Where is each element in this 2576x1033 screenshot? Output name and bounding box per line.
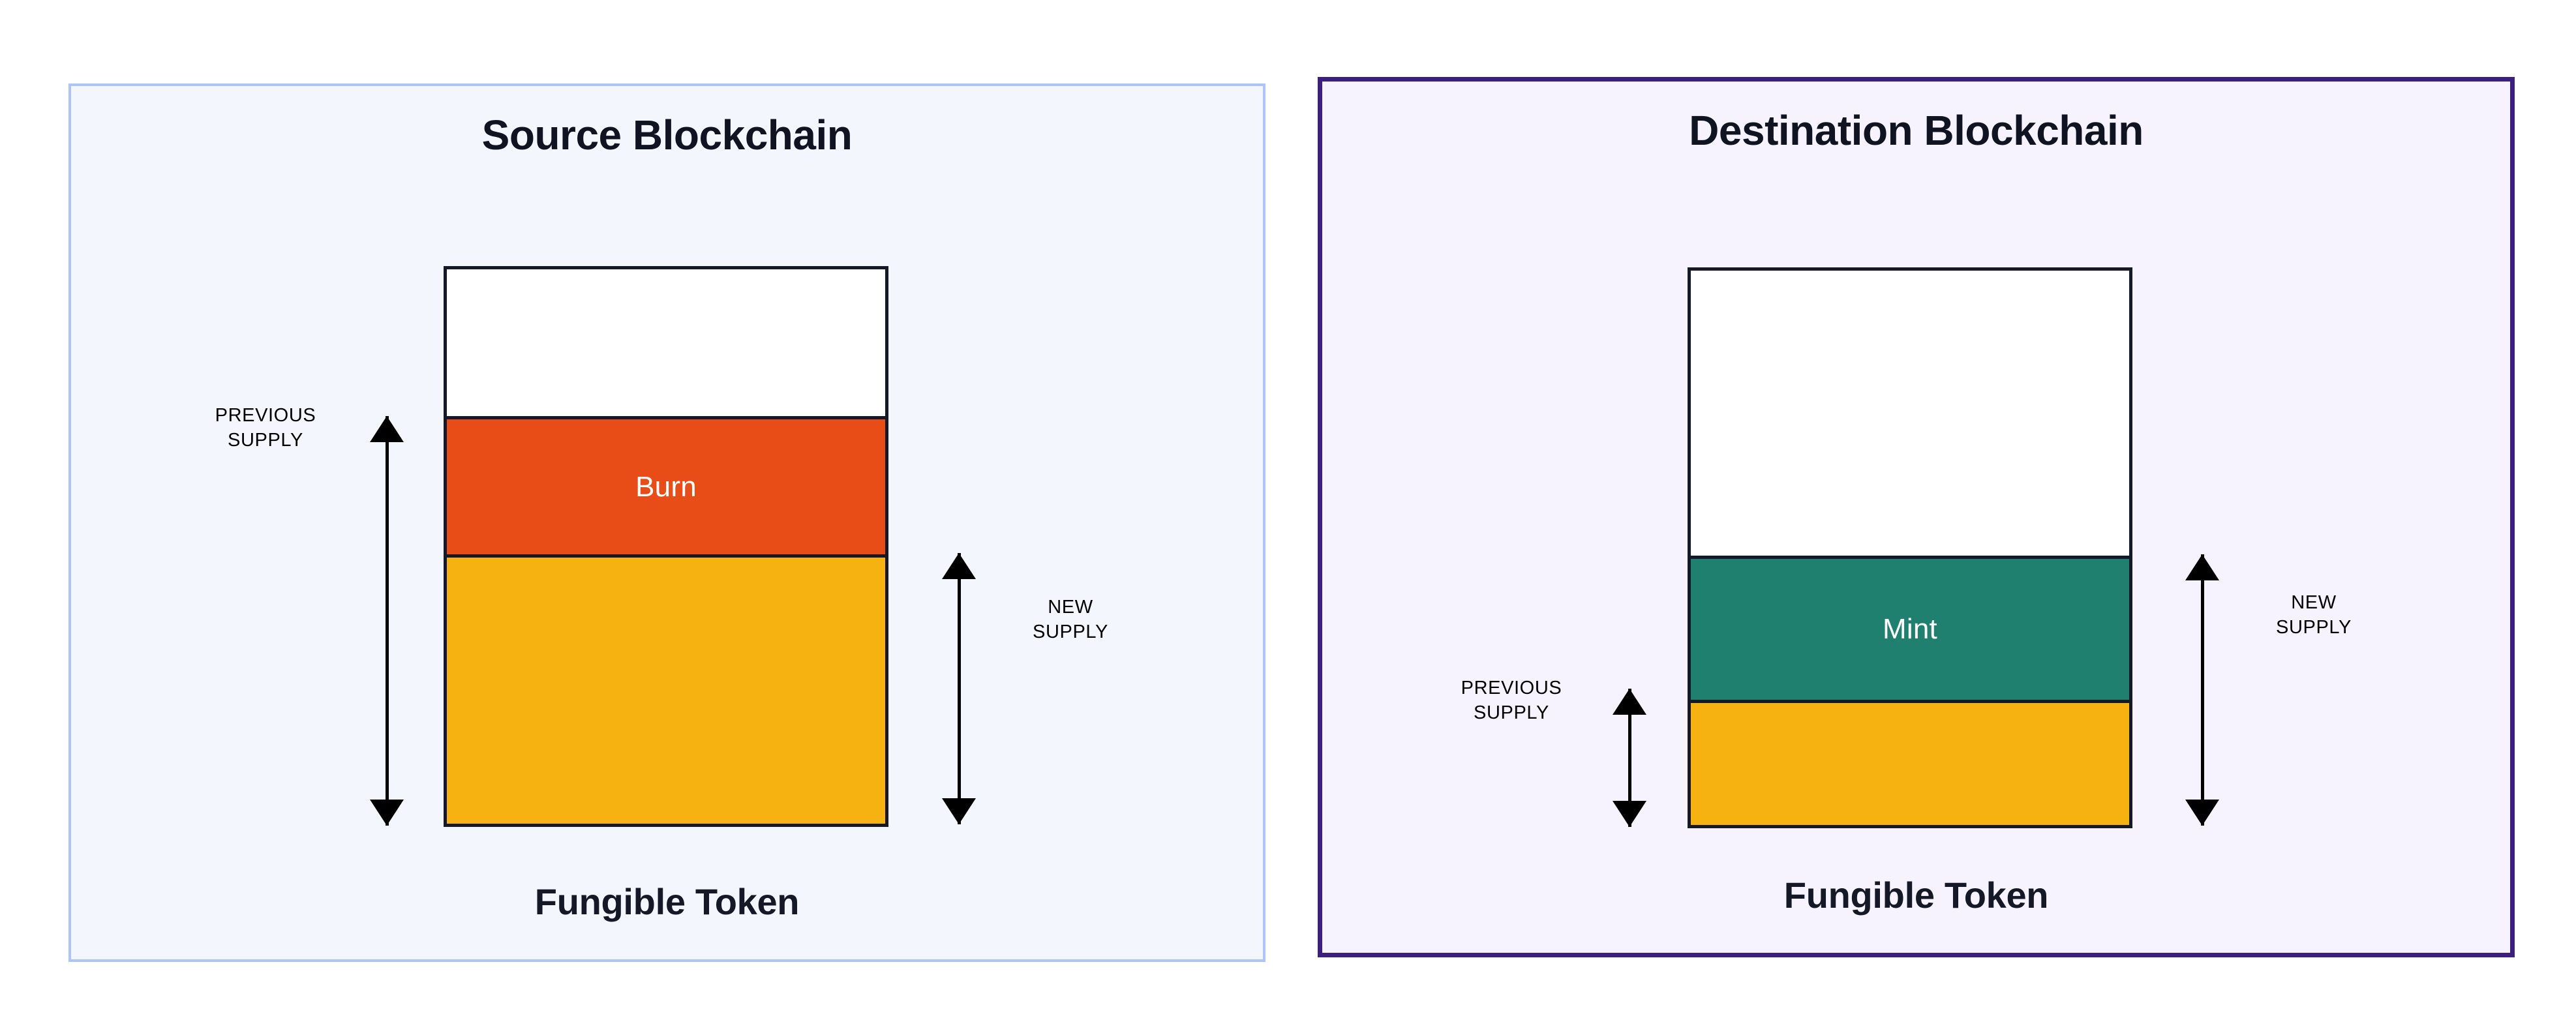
- arrow-shaft: [385, 416, 389, 826]
- destination-token-supply-bar: Mint: [1688, 267, 2132, 828]
- arrow-head-up-icon: [2185, 554, 2219, 580]
- arrow-head-up-icon: [370, 416, 404, 442]
- arrow-shaft: [957, 553, 961, 824]
- arrow-head-down-icon: [2185, 800, 2219, 826]
- source-previous-supply-arrow: [369, 416, 405, 826]
- source-bar-segment-headroom: [447, 269, 885, 417]
- destination-panel-title: Destination Blockchain: [1689, 107, 2144, 154]
- arrow-head-down-icon: [1613, 801, 1646, 827]
- source-bar-segment-remaining-supply: [447, 554, 885, 824]
- arrow-head-down-icon: [942, 798, 976, 824]
- destination-blockchain-panel: Destination Blockchain Mint PREVIOUS SUP…: [1318, 77, 2515, 957]
- source-new-supply-label: NEW SUPPLY: [1033, 597, 1108, 643]
- destination-bar-segment-existing-supply: [1691, 700, 2129, 825]
- source-panel-title: Source Blockchain: [481, 112, 853, 158]
- destination-new-supply-arrow: [2184, 554, 2220, 826]
- source-blockchain-panel: Source Blockchain Burn PREVIOUS SUPPLY N…: [68, 83, 1265, 962]
- destination-new-supply-label: NEW SUPPLY: [2276, 592, 2352, 638]
- arrow-shaft: [1628, 689, 1631, 827]
- arrow-head-down-icon: [370, 800, 404, 826]
- source-new-supply-arrow: [941, 553, 977, 824]
- destination-previous-supply-arrow: [1611, 689, 1648, 827]
- source-bar-segment-burn: Burn: [447, 416, 885, 554]
- source-previous-supply-label: PREVIOUS SUPPLY: [215, 405, 316, 451]
- destination-bar-segment-headroom: [1691, 271, 2129, 556]
- destination-previous-supply-label: PREVIOUS SUPPLY: [1461, 678, 1562, 724]
- arrow-head-up-icon: [942, 553, 976, 579]
- arrow-head-up-icon: [1613, 689, 1646, 715]
- destination-bar-segment-mint: Mint: [1691, 555, 2129, 700]
- source-token-supply-bar: Burn: [444, 266, 888, 827]
- source-panel-footer: Fungible Token: [534, 881, 800, 922]
- arrow-shaft: [2200, 554, 2204, 826]
- destination-panel-footer: Fungible Token: [1783, 875, 2049, 916]
